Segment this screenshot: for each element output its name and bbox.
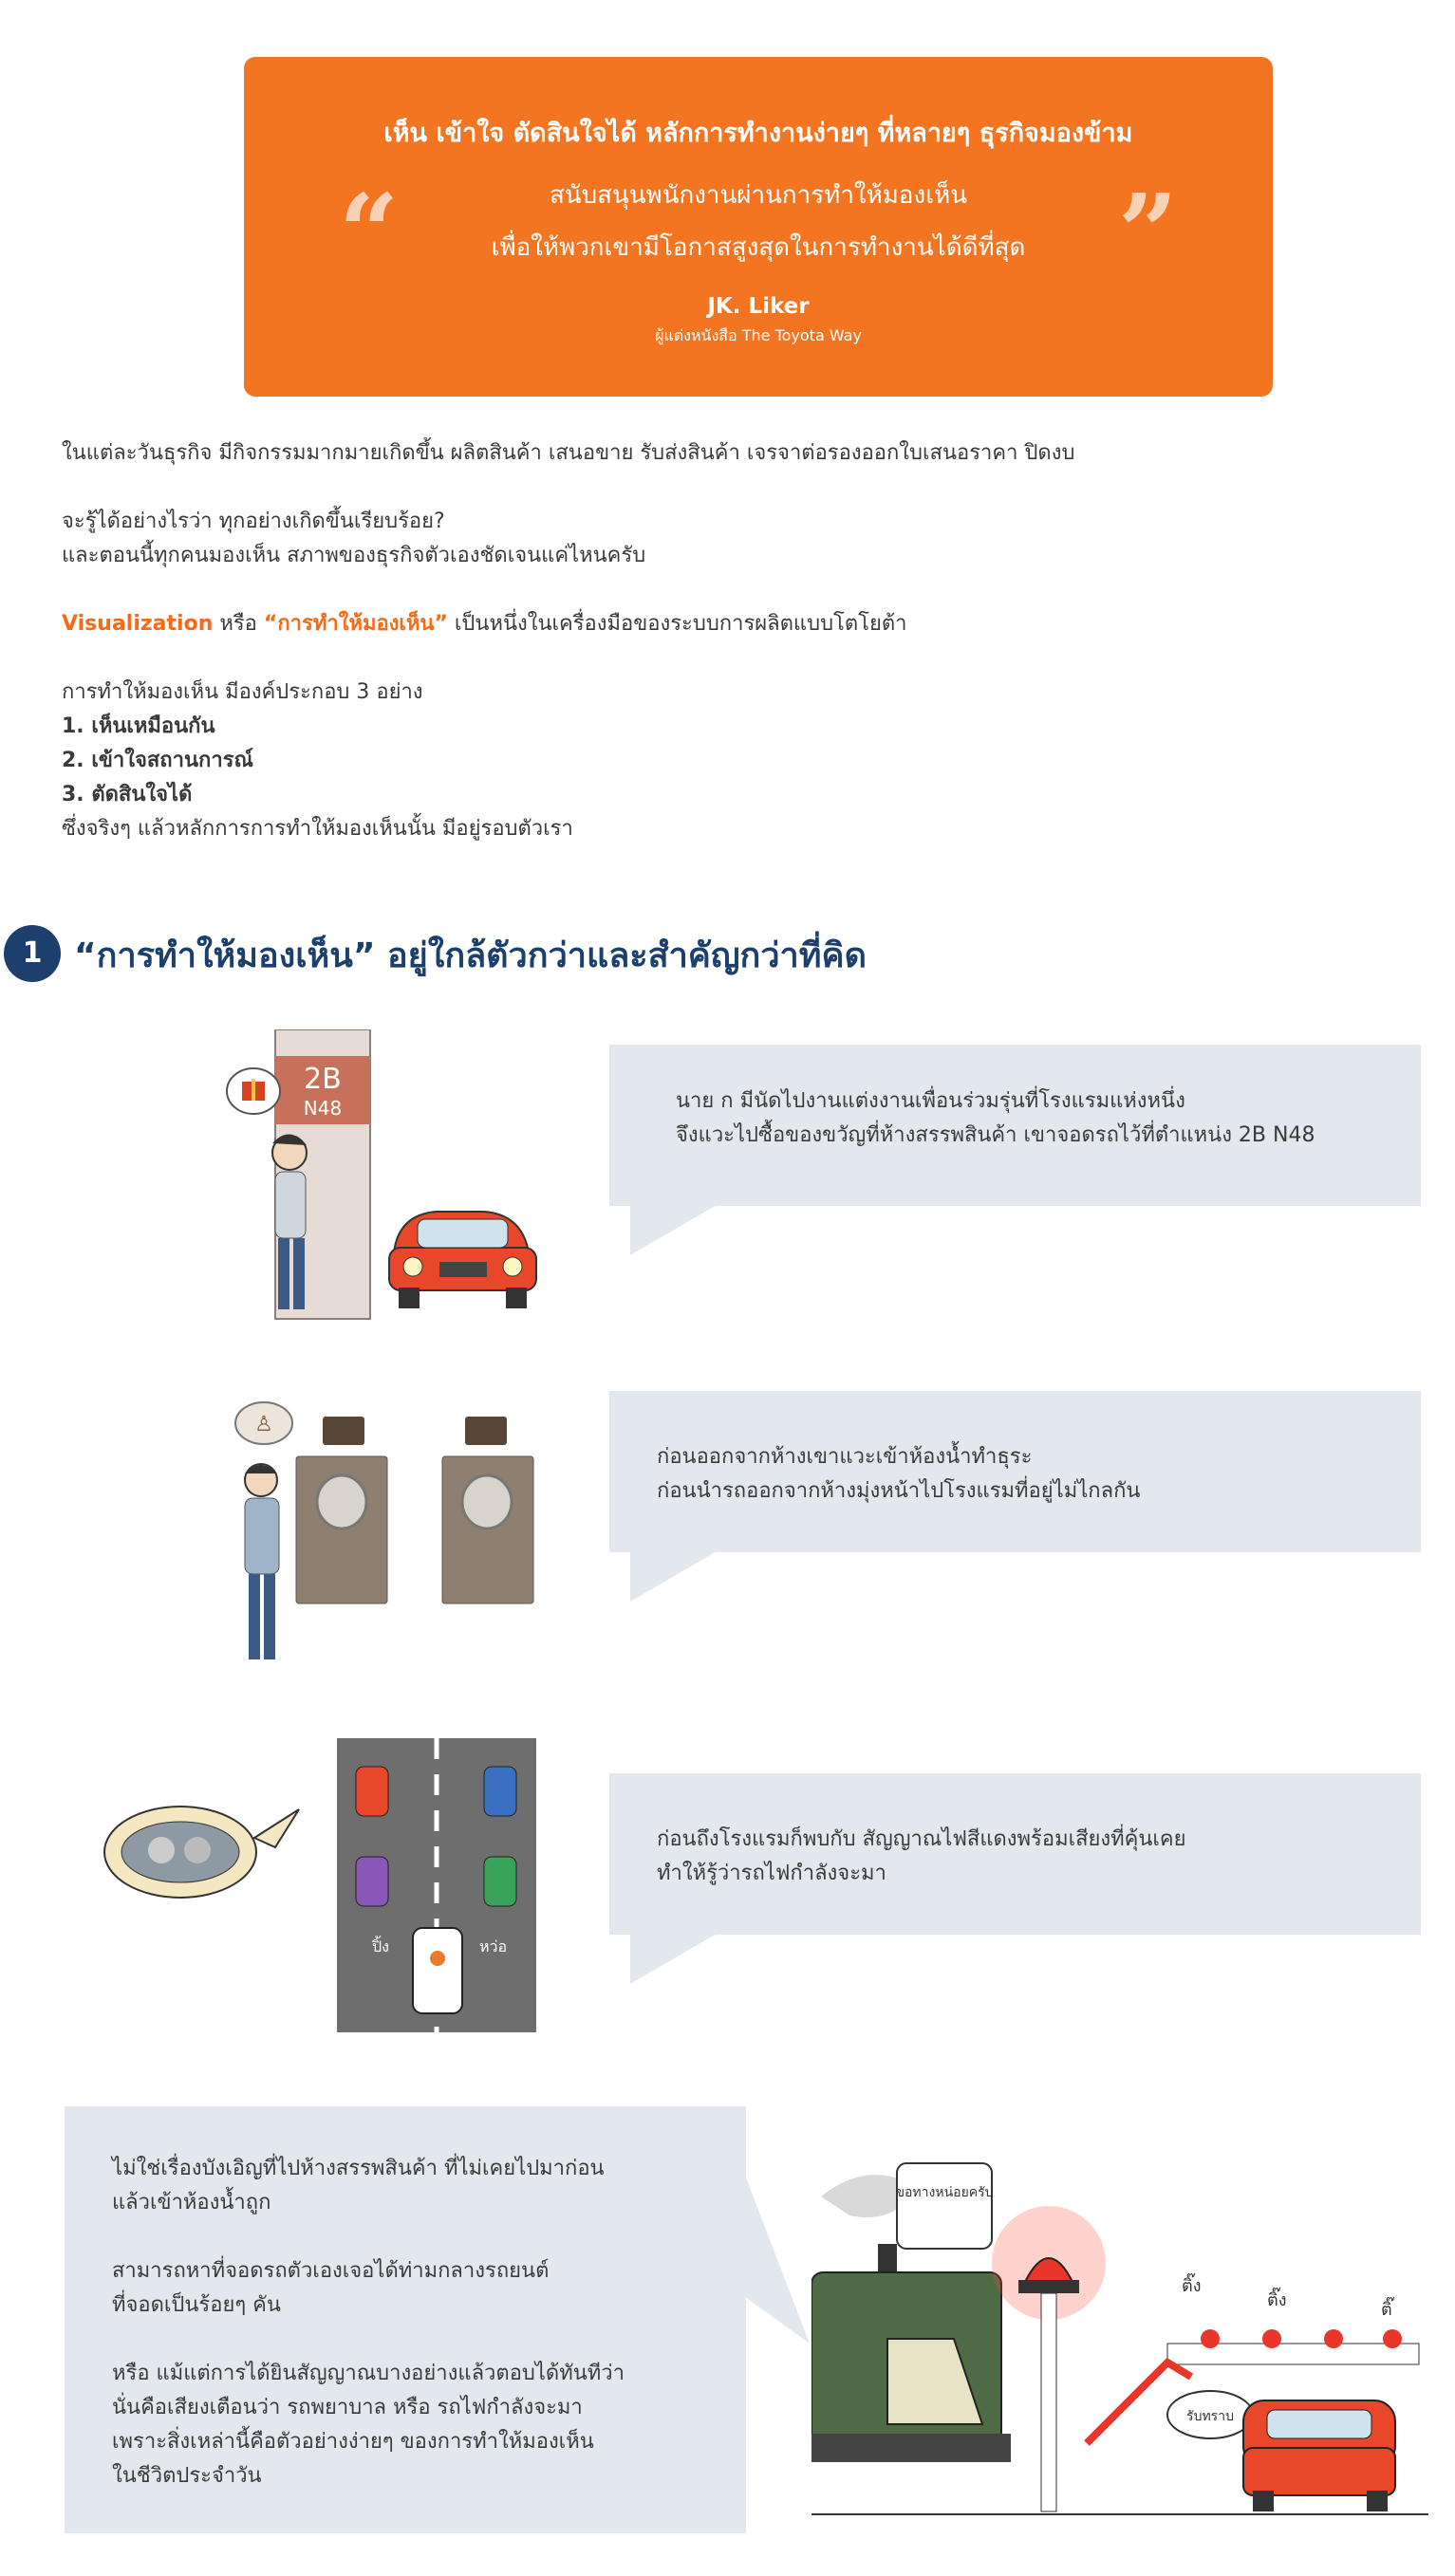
scene2-illustration: ♙ bbox=[218, 1399, 560, 1684]
intro-p3-rest: เป็นหนึ่งในเครื่องมือของระบบการผลิตแบบโต… bbox=[447, 612, 907, 636]
intro-text: ในแต่ละวันธุรกิจ มีกิจกรรมมากมายเกิดขึ้น… bbox=[62, 436, 1296, 846]
quote-author-desc: ผู้แต่งหนังสือ The Toyota Way bbox=[655, 326, 862, 344]
scene1-illustration: 2B N48 bbox=[223, 1029, 565, 1328]
ding-sound-3: ติ๊ bbox=[1381, 2296, 1395, 2320]
conclusion-line-3a: หรือ แม้แต่การได้ยินสัญญาณบางอย่างแล้วตอ… bbox=[112, 2362, 625, 2385]
ding-sound-1: ติ๊ง bbox=[1182, 2272, 1201, 2296]
scene1-text-line2: จึงแวะไปซื้อของขวัญที่ห้างสรรพสินค้า เขา… bbox=[676, 1123, 1315, 1147]
visualization-thai-term: “การทำให้มองเห็น” bbox=[263, 612, 448, 636]
scene2-text-line1: ก่อนออกจากห้างเขาแวะเข้าห้องน้ำทำธุระ bbox=[657, 1445, 1033, 1469]
svg-text:♙: ♙ bbox=[254, 1413, 273, 1436]
scene3-text-line2: ทำให้รู้ว่ารถไฟกำลังจะมา bbox=[657, 1862, 886, 1885]
train-speech: ขอทางหน่อยครับ bbox=[895, 2185, 993, 2200]
conclusion-line-3c: เพราะสิ่งเหล่านี้คือตัวอย่างง่ายๆ ของการ… bbox=[112, 2430, 594, 2454]
section-number-badge: 1 bbox=[4, 925, 61, 982]
intro-paragraph-3: Visualization หรือ “การทำให้มองเห็น” เป็… bbox=[62, 607, 1296, 641]
intro-paragraph-1: ในแต่ละวันธุรกิจ มีกิจกรรมมากมายเกิดขึ้น… bbox=[62, 441, 1075, 465]
quote-card: เห็น เข้าใจ ตัดสินใจได้ หลักการทำงานง่าย… bbox=[244, 57, 1273, 397]
conclusion-line-2b: ที่จอดเป็นร้อยๆ คัน bbox=[112, 2293, 281, 2317]
parking-sign-slot: N48 bbox=[304, 1097, 342, 1120]
conclusion-line-3b: นั่นคือเสียงเตือนว่า รถพยาบาล หรือ รถไฟก… bbox=[112, 2396, 583, 2419]
conclusion-line-1b: แล้วเข้าห้องน้ำถูก bbox=[112, 2191, 271, 2215]
open-quote-icon: “ bbox=[339, 171, 400, 293]
quote-title: เห็น เข้าใจ ตัดสินใจได้ หลักการทำงานง่าย… bbox=[383, 119, 1133, 148]
close-quote-icon: ” bbox=[1117, 171, 1178, 293]
intro-paragraph-5: ซึ่งจริงๆ แล้วหลักการการทำให้มองเห็นนั้น… bbox=[62, 817, 573, 841]
train-crossing-illustration: ขอทางหน่อยครับ ติ๊ง ติ๊ง ติ๊ รับทราบ bbox=[811, 2140, 1428, 2557]
scene1-text-line1: นาย ก มีนัดไปงานแต่งงานเพื่อนร่วมรุ่นที่… bbox=[676, 1089, 1185, 1113]
intro-paragraph-4: การทำให้มองเห็น มีองค์ประกอบ 3 อย่าง bbox=[62, 680, 423, 704]
car-speech: รับทราบ bbox=[1186, 2409, 1234, 2424]
intro-paragraph-2a: จะรู้ได้อย่างไรว่า ทุกอย่างเกิดขึ้นเรียบ… bbox=[62, 510, 445, 533]
component-item-2: 2. เข้าใจสถานการณ์ bbox=[62, 749, 253, 772]
siren-sound-right: หว่อ bbox=[479, 1937, 507, 1955]
section-title: “การทำให้มองเห็น” อยู่ใกล้ตัวกว่าและสำคั… bbox=[74, 936, 867, 975]
conclusion-line-2a: สามารถหาที่จอดรถตัวเองเจอได้ท่ามกลางรถยน… bbox=[112, 2259, 550, 2283]
intro-paragraph-2b: และตอนนี้ทุกคนมองเห็น สภาพของธุรกิจตัวเอ… bbox=[62, 544, 646, 567]
intro-or: หรือ bbox=[213, 612, 264, 636]
quote-line-1: สนับสนุนพนักงานผ่านการทำให้มองเห็น bbox=[549, 181, 968, 210]
conclusion-line-1a: ไม่ใช่เรื่องบังเอิญที่ไปห้างสรรพสินค้า ท… bbox=[112, 2157, 605, 2180]
quote-line-2: เพื่อให้พวกเขามีโอกาสสูงสุดในการทำงานได้… bbox=[491, 233, 1026, 262]
ding-sound-2: ติ๊ง bbox=[1267, 2287, 1286, 2310]
visualization-term: Visualization bbox=[62, 612, 214, 636]
component-item-3: 3. ตัดสินใจได้ bbox=[62, 783, 193, 806]
parking-sign-level: 2B bbox=[304, 1063, 342, 1096]
scene3-illustration: ปิ้ง หว่อ bbox=[95, 1738, 550, 2032]
siren-sound-left: ปิ้ง bbox=[372, 1936, 389, 1955]
scene2-text-line2: ก่อนนำรถออกจากห้างมุ่งหน้าไปโรงแรมที่อยู… bbox=[657, 1479, 1141, 1503]
component-item-1: 1. เห็นเหมือนกัน bbox=[62, 714, 215, 738]
conclusion-line-3d: ในชีวิตประจำวัน bbox=[112, 2464, 262, 2488]
quote-author: JK. Liker bbox=[707, 294, 810, 319]
scene3-text-line1: ก่อนถึงโรงแรมก็พบกับ สัญญาณไฟสีแดงพร้อมเ… bbox=[657, 1827, 1186, 1851]
